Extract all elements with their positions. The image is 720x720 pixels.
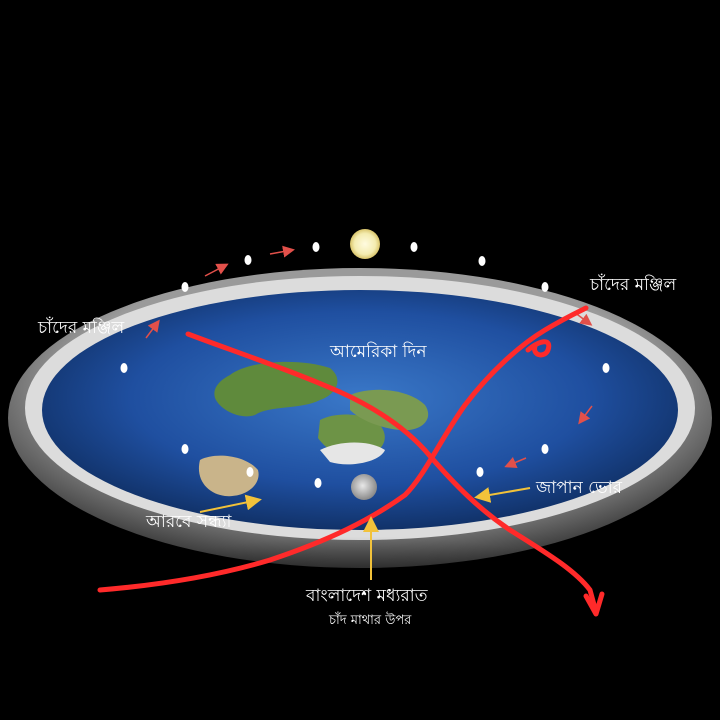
mansion-dot: [476, 467, 484, 477]
moon-mansion-label-left: চাঁদের মঞ্জিল: [38, 318, 125, 338]
orbit-arrow: [204, 263, 229, 277]
mansion-dot: [410, 242, 418, 252]
pointer-arrows: [199, 487, 531, 580]
japan-pointer-arrow: [474, 487, 531, 503]
red-stroke-ascending: [97, 305, 589, 593]
red-stroke-descending: [185, 331, 599, 615]
orbit-arrows: [145, 245, 593, 469]
moon-mansion-label-right: চাঁদের মঞ্জিল: [590, 275, 677, 295]
arab-pointer-arrow: [199, 494, 262, 513]
continent-north-america: [214, 361, 338, 417]
orbit-arrow: [504, 456, 527, 469]
continent-asia: [350, 389, 429, 431]
mansion-dot: [246, 467, 254, 477]
red-cross-marker: [97, 305, 605, 617]
mansion-dot: [244, 255, 252, 265]
sun: [350, 229, 380, 259]
mansion-dot: [312, 242, 320, 252]
orbit-arrow: [145, 319, 160, 339]
orbit-arrow: [269, 245, 295, 258]
moon-overhead-label: চাঁদ মাথার উপর: [329, 613, 412, 628]
mansion-dot: [181, 282, 189, 292]
arab-evening-label: আরবে সন্ধ্যা: [146, 512, 232, 532]
mansion-dot: [314, 478, 322, 488]
mansion-dot: [120, 363, 128, 373]
red-scribble: [525, 339, 552, 358]
orbit-arrow: [578, 405, 593, 425]
night-shadow: [30, 440, 690, 680]
mansion-dot: [541, 282, 549, 292]
moon-mansion-dots: [120, 242, 610, 488]
mansion-dot: [541, 444, 549, 454]
moon: [351, 474, 377, 500]
japan-dawn-label: জাপান ভোর: [536, 478, 623, 498]
mansion-dot: [181, 444, 189, 454]
bangladesh-midnight-label: বাংলাদেশ মধ্যরাত: [306, 586, 428, 606]
mansion-dot: [478, 256, 486, 266]
red-arrowhead: [583, 591, 605, 617]
mansion-dot: [602, 363, 610, 373]
america-day-label: আমেরিকা দিন: [330, 342, 427, 362]
